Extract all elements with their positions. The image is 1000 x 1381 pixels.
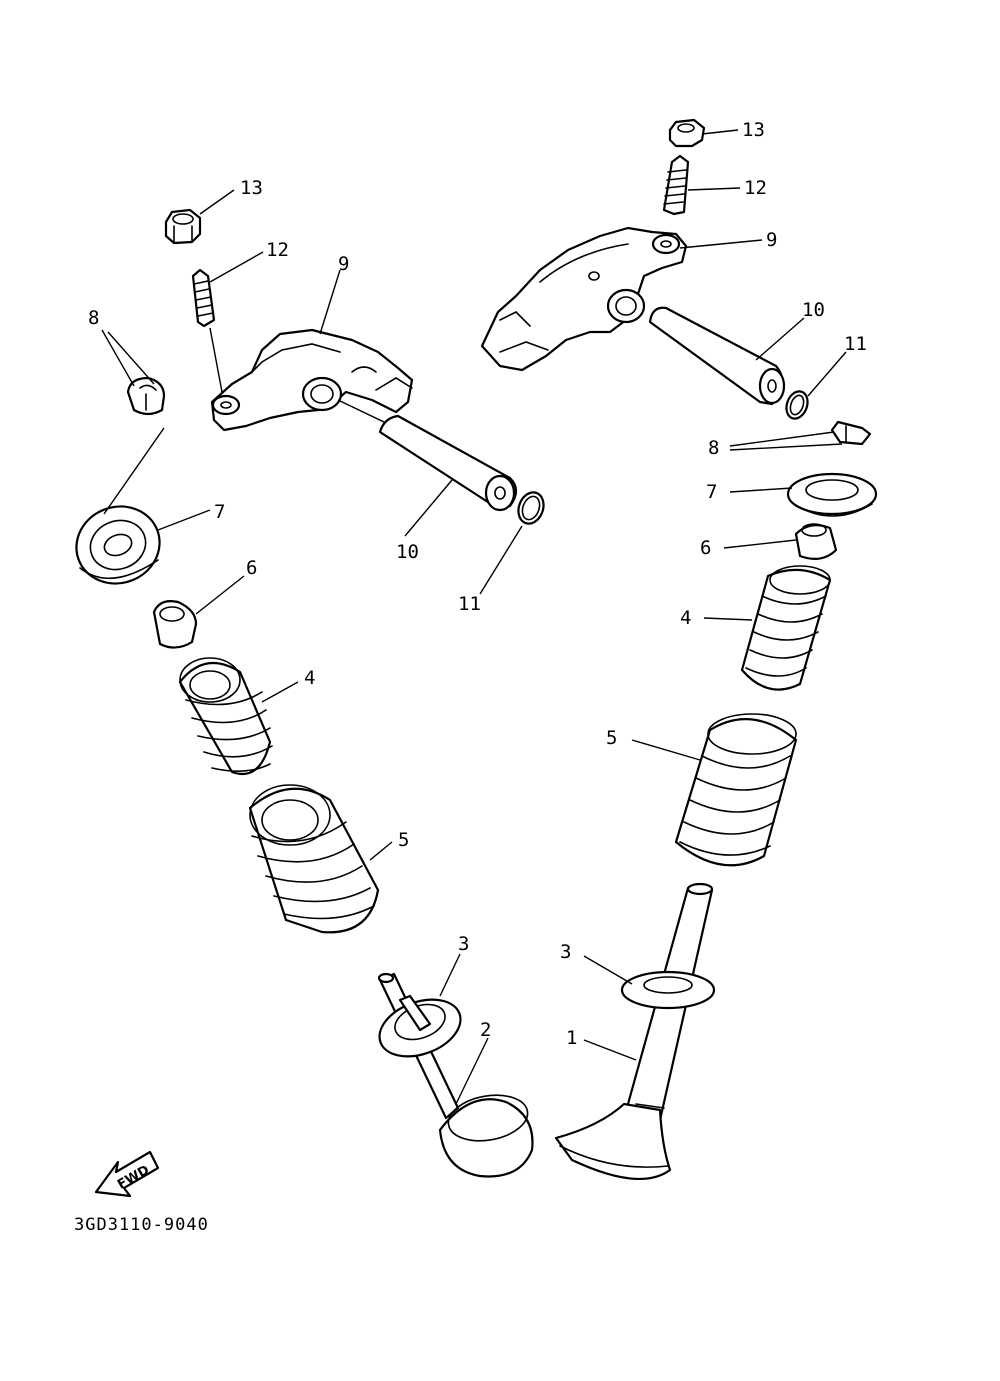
inner-spring-left [178, 657, 273, 775]
callout-5-left: 5 [398, 829, 409, 851]
rocker-arm-left [210, 328, 414, 432]
callouts: 13 12 9 8 7 10 11 6 4 5 3 2 13 12 9 10 1… [88, 119, 867, 1049]
callout-3-right: 3 [560, 941, 571, 963]
callout-5-right: 5 [606, 727, 617, 749]
callout-2: 2 [480, 1019, 491, 1041]
callout-11-right: 11 [844, 333, 867, 355]
callout-3-left: 3 [458, 933, 469, 955]
valve-assembly-right [554, 882, 716, 1180]
outer-spring-right [674, 713, 798, 867]
callout-9-right: 9 [766, 229, 777, 251]
callout-12-right: 12 [744, 177, 767, 199]
callout-1: 1 [566, 1027, 577, 1049]
catalog-code: 3GD3110-9040 [74, 1215, 209, 1235]
callout-10-right: 10 [802, 299, 825, 321]
callout-12-left: 12 [266, 239, 289, 261]
adjusting-screw-right [662, 154, 690, 216]
valve-cotter-left [126, 376, 166, 416]
valve-cotter-right [830, 420, 872, 446]
nut-left [164, 208, 202, 245]
outer-spring-left [248, 784, 380, 934]
spring-retainer-right [786, 472, 878, 517]
callout-8-right: 8 [708, 437, 719, 459]
spring-retainer-left [75, 505, 161, 585]
o-ring-left [517, 491, 545, 525]
callout-7-left: 7 [214, 501, 225, 523]
callout-4-left: 4 [304, 667, 315, 689]
inner-spring-right [740, 565, 832, 691]
callout-8-left: 8 [88, 307, 99, 329]
callout-11-left: 11 [458, 593, 481, 615]
fwd-arrow-icon: FWD [94, 1150, 160, 1198]
callout-13-left: 13 [240, 177, 263, 199]
rocker-shaft-right [648, 306, 786, 406]
oil-seal-right [794, 523, 838, 561]
callout-9-left: 9 [338, 253, 349, 275]
leader-lines [101, 129, 847, 1105]
callout-6-left: 6 [246, 557, 257, 579]
callout-13-right: 13 [742, 119, 765, 141]
callout-6-right: 6 [700, 537, 711, 559]
rocker-arm-right [480, 226, 688, 372]
adjusting-screw-left [191, 268, 223, 393]
nut-right [668, 118, 706, 148]
callout-10-left: 10 [396, 541, 419, 563]
o-ring-right [785, 390, 809, 420]
rocker-shaft-left [337, 399, 518, 512]
callout-7-right: 7 [706, 481, 717, 503]
callout-4-right: 4 [680, 607, 691, 629]
oil-seal-left [152, 600, 198, 649]
valve-assembly-left [377, 972, 534, 1178]
